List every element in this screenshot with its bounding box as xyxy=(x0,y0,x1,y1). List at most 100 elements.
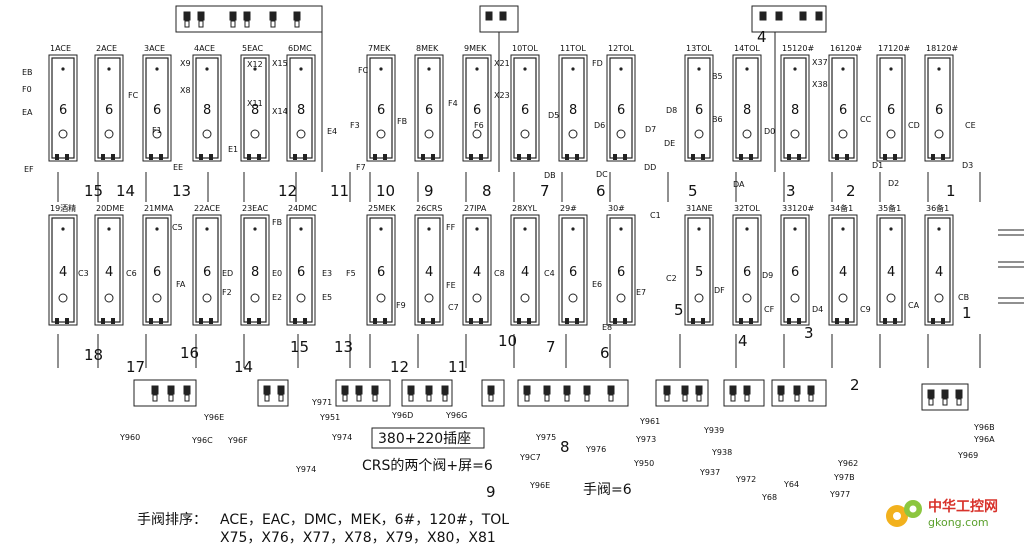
group-number: 15 xyxy=(290,338,309,356)
valve-tag: DE xyxy=(664,139,675,148)
solenoid-valve-label: Y950 xyxy=(633,459,654,468)
tank-label: 9MEK xyxy=(464,44,487,53)
group-number: 12 xyxy=(390,358,409,376)
valve-tag: C4 xyxy=(544,269,555,278)
valve-tag: FE xyxy=(446,281,456,290)
group-number: 11 xyxy=(330,182,349,200)
tank-top-14: 14TOL 8 xyxy=(732,44,762,162)
group-number: 6 xyxy=(596,182,606,200)
gear-icon xyxy=(886,500,922,527)
tank-label: 19酒精 xyxy=(50,203,76,213)
solenoid-valve-label: Y974 xyxy=(295,465,316,474)
tank-count: 6 xyxy=(935,103,943,118)
tank-count: 8 xyxy=(203,103,211,118)
tank-count: 4 xyxy=(839,265,847,280)
valve-tag: DC xyxy=(596,170,608,179)
tank-count: 8 xyxy=(791,103,799,118)
tank-count: 8 xyxy=(743,103,751,118)
valve-tag: EE xyxy=(173,163,183,172)
solenoid-valve-label: Y973 xyxy=(635,435,656,444)
valve-tag: FA xyxy=(176,280,186,289)
solenoid-valve-label: Y975 xyxy=(535,433,556,442)
valve-tag: F2 xyxy=(222,288,232,297)
valve-tag: F5 xyxy=(346,269,356,278)
valve-tag: E4 xyxy=(327,127,337,136)
valve-tag: C8 xyxy=(494,269,505,278)
solenoid-valve-label: Y96E xyxy=(203,413,224,422)
tank-count: 6 xyxy=(425,103,433,118)
valve-tag: X21 xyxy=(494,59,510,68)
valve-tag: D2 xyxy=(888,179,899,188)
tank-top-18: 18120#6 xyxy=(924,44,958,162)
watermark-cn: 中华工控网 xyxy=(928,499,998,515)
group-number: 1 xyxy=(946,182,956,200)
valve-tag: X14 xyxy=(272,107,288,116)
tank-count: 6 xyxy=(569,265,577,280)
tank-label: 12TOL xyxy=(608,44,634,53)
group-number: 6 xyxy=(600,344,610,362)
tank-label: 5EAC xyxy=(242,44,263,53)
solenoid-valve-label: Y962 xyxy=(837,459,858,468)
tank-label: 14TOL xyxy=(734,44,760,53)
tank-count: 5 xyxy=(695,265,703,280)
valve-tag: D9 xyxy=(762,271,773,280)
tank-label: 13TOL xyxy=(686,44,712,53)
valve-tag: F3 xyxy=(350,121,360,130)
manual-valve-note: 手阀=6 xyxy=(583,482,632,498)
solenoid-valve-label: Y977 xyxy=(829,490,850,499)
solenoid-valve-label: Y96C xyxy=(191,436,213,445)
valve-tag: F7 xyxy=(356,163,366,172)
tank-label: 2ACE xyxy=(96,44,117,53)
valve-tag: CB xyxy=(958,293,969,302)
tank-label: 11TOL xyxy=(560,44,586,53)
group-number: 16 xyxy=(180,344,199,362)
group-number: 7 xyxy=(546,338,556,356)
tank-label: 36备1 xyxy=(926,203,949,213)
valve-tag: X9 xyxy=(180,59,191,68)
valve-tag: E3 xyxy=(322,269,332,278)
valve-tag: FF xyxy=(446,223,456,232)
tank-label: 30# xyxy=(608,204,625,213)
solenoid-valve-label: Y9C7 xyxy=(519,453,541,462)
group-number: 14 xyxy=(116,182,135,200)
valve-tag: C9 xyxy=(860,305,871,314)
valve-tag: C7 xyxy=(448,303,459,312)
tank-label: 22ACE xyxy=(194,204,220,213)
solenoid-valve-label: Y938 xyxy=(711,448,732,457)
tank-bottom-15: 33120#6 xyxy=(780,204,814,326)
solenoid-valve-label: Y97B xyxy=(833,473,855,482)
solenoid-valve-label: Y96F xyxy=(227,436,248,445)
tank-label: 15120# xyxy=(782,44,814,53)
sort-row-1: ACE，EAC，DMC，MEK，6#，120#，TOL xyxy=(220,512,509,528)
tank-count: 6 xyxy=(521,103,529,118)
group-number: 13 xyxy=(172,182,191,200)
group-number: 2 xyxy=(846,182,856,200)
valve-tag: C3 xyxy=(78,269,89,278)
valve-tag: E1 xyxy=(228,145,238,154)
tank-bottom-12: 30#6 xyxy=(606,204,636,326)
valve-tag: X12 xyxy=(247,60,263,69)
group-number: 4 xyxy=(738,332,748,350)
group-number: 17 xyxy=(126,358,145,376)
valve-tag: DA xyxy=(733,180,745,189)
valve-tag: E2 xyxy=(272,293,282,302)
group-number: 10 xyxy=(376,182,395,200)
tank-label: 26CRS xyxy=(416,204,442,213)
valve-tag: X37 xyxy=(812,58,828,67)
tank-count: 6 xyxy=(473,103,481,118)
valve-tag: C2 xyxy=(666,274,677,283)
tank-count: 6 xyxy=(105,103,113,118)
tank-count: 8 xyxy=(569,103,577,118)
solenoid-valve-label: Y951 xyxy=(319,413,340,422)
